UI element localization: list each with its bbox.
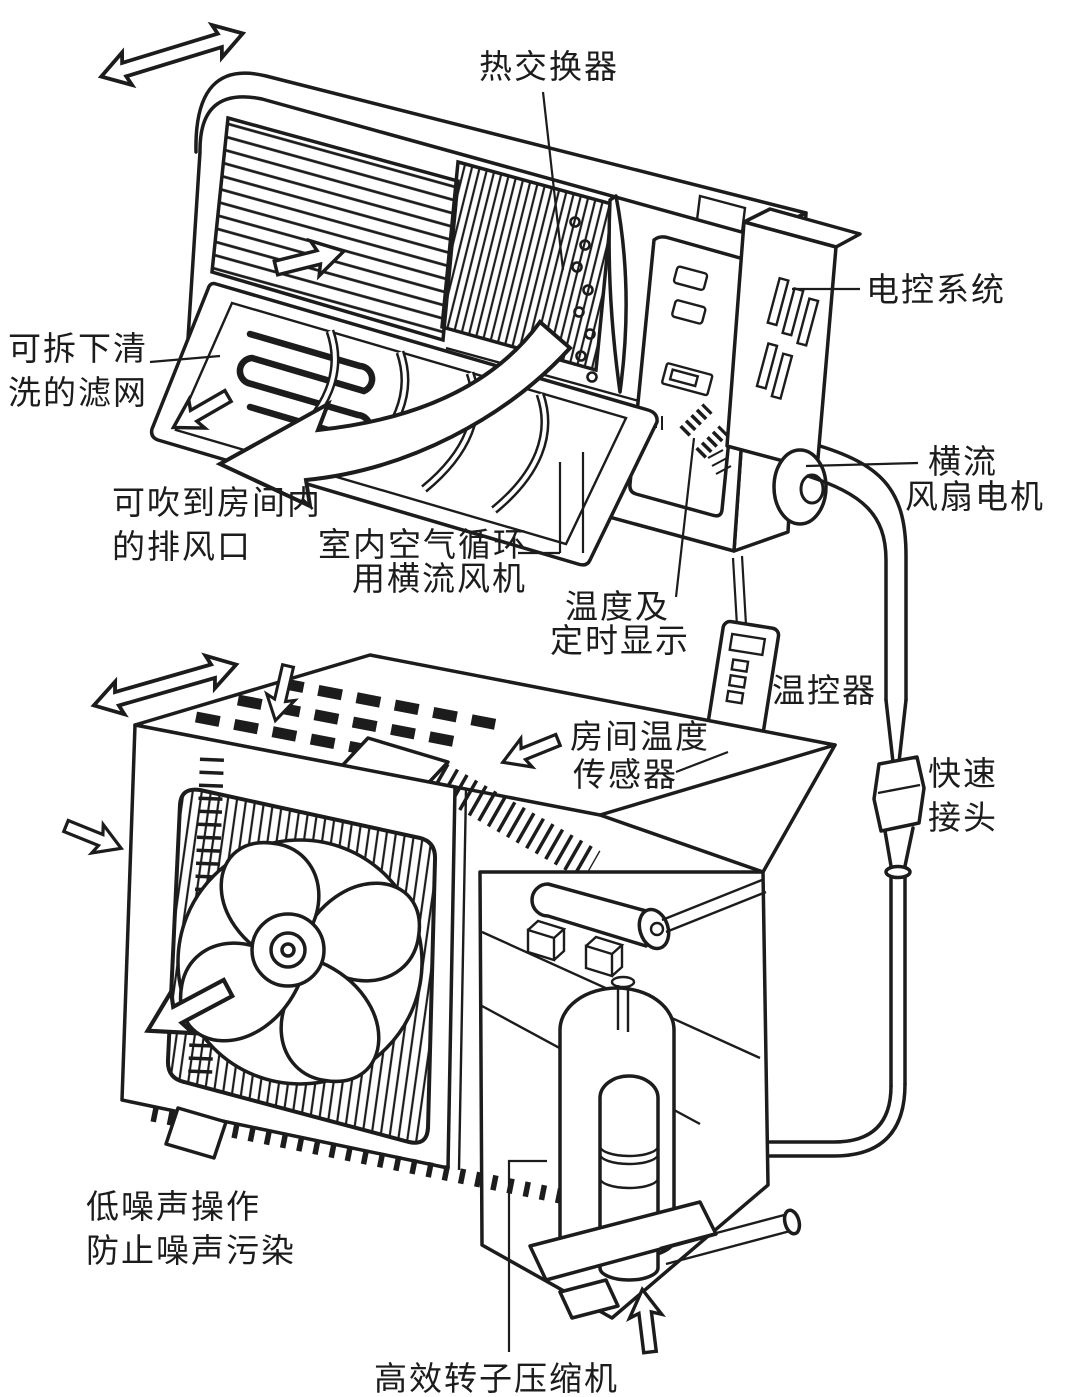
label-low-noise-line2: 防止噪声污染 — [86, 1233, 296, 1270]
drain-pipe — [659, 1212, 795, 1266]
fan-ring — [176, 838, 424, 1086]
leader-crossflow-fan — [518, 452, 585, 555]
outdoor-foot-left — [164, 1106, 228, 1160]
leader-compressor — [507, 1159, 547, 1352]
leader-fan-motor — [805, 461, 919, 468]
remote-buttons — [725, 658, 750, 705]
label-quick-connector-line2: 接头 — [928, 801, 998, 837]
label-heat-exchanger: 热交换器 — [479, 49, 619, 86]
outdoor-inlet-arrow-left-icon — [58, 810, 129, 865]
control-panel — [628, 235, 748, 518]
terminal-cubes — [526, 919, 625, 978]
label-room-sensor-line2: 传感器 — [573, 757, 678, 794]
leader-room-sensor — [675, 750, 729, 774]
compressor-compartment — [526, 878, 802, 1320]
fan-motor — [772, 448, 828, 526]
mount-rod — [661, 878, 767, 934]
label-display-line2: 定时显示 — [550, 623, 690, 660]
outlet-airflow-arrow-icon — [215, 319, 573, 510]
condenser-fin-band — [429, 763, 601, 881]
label-thermostat: 温控器 — [772, 673, 877, 710]
display-window — [661, 362, 714, 397]
leader-display — [674, 437, 696, 598]
label-fan-motor-line1: 横流 — [928, 444, 998, 481]
leader-heat-exchanger — [541, 91, 565, 271]
panel-windows — [671, 265, 709, 325]
label-fan-motor-line2: 风扇电机 — [905, 479, 1045, 516]
deflector-vane — [607, 194, 628, 394]
refrigerant-pipes — [768, 444, 926, 1158]
remote-cable — [731, 555, 748, 627]
outdoor-unit — [58, 646, 837, 1356]
label-low-noise-line1: 低噪声操作 — [86, 1189, 261, 1226]
label-room-sensor-line1: 房间温度 — [570, 719, 710, 756]
label-filter-line1: 可拆下清 — [8, 331, 148, 368]
label-compressor: 高效转子压缩机 — [374, 1361, 619, 1397]
label-display-line1: 温度及 — [565, 589, 670, 626]
outdoor-foot-right — [558, 1278, 620, 1320]
labels: 热交换器 电控系统 可拆下清 洗的滤网 可吹到房间内 的排风口 室内空气循环 用… — [8, 49, 1045, 1397]
indoor-unit-top-shell — [194, 71, 808, 215]
connector-cap — [884, 864, 912, 880]
heat-exchanger-block — [440, 159, 614, 373]
electric-control-box — [695, 194, 862, 472]
leader-filter — [149, 354, 221, 364]
label-outlet-line1: 可吹到房间内 — [112, 485, 322, 522]
vent-slots — [755, 276, 820, 401]
quick-connector-body — [872, 755, 926, 833]
propeller-fan — [178, 840, 422, 1084]
label-electric-control: 电控系统 — [866, 272, 1006, 309]
inlet-grille — [210, 115, 460, 343]
top-cylinder — [530, 882, 652, 948]
outdoor-right-edges — [598, 743, 837, 874]
remote-display — [728, 632, 767, 657]
label-crossflow-fan-line2: 用横流风机 — [352, 561, 527, 598]
label-crossflow-fan-line1: 室内空气循环 — [318, 527, 528, 564]
panel-buttons — [679, 403, 729, 459]
indoor-unit — [94, 15, 862, 567]
label-filter-line2: 洗的滤网 — [8, 375, 148, 412]
exhaust-double-arrow-icon — [94, 15, 250, 95]
leader-lines — [149, 91, 919, 1352]
label-quick-connector-line1: 快速 — [928, 756, 998, 793]
perforated-panel — [569, 216, 598, 404]
label-outlet-line2: 的排风口 — [112, 529, 252, 566]
